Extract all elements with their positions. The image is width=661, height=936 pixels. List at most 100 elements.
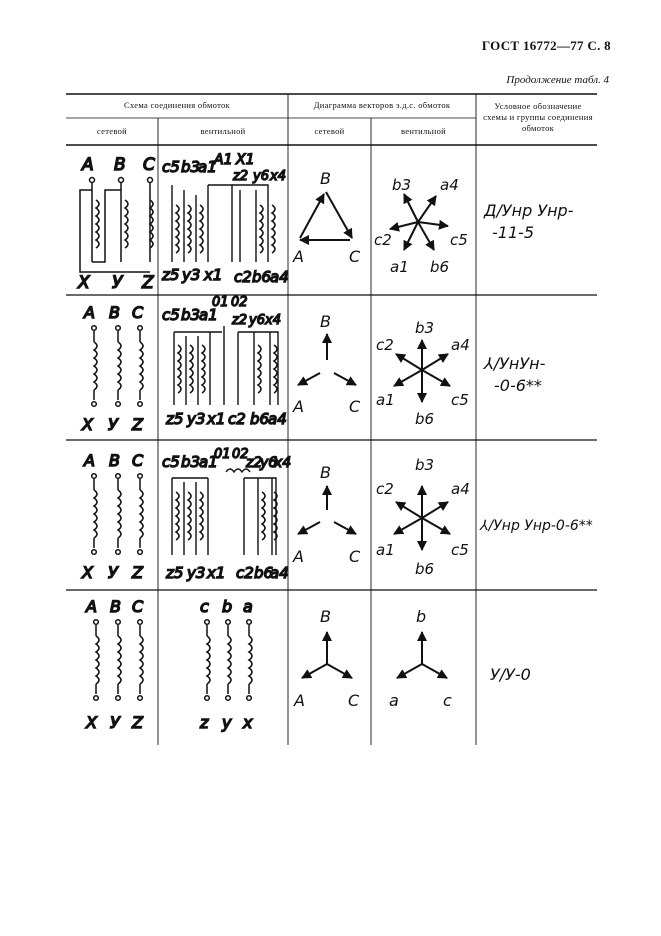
- svg-text:a4: a4: [268, 410, 287, 428]
- row3-network-vectors: B A C: [292, 463, 361, 566]
- svg-text:Z: Z: [131, 415, 144, 434]
- svg-text:b6: b6: [254, 564, 273, 582]
- svg-text:B: B: [114, 155, 126, 175]
- svg-text:b6: b6: [430, 258, 449, 276]
- header-designation: Условное обозначение схемы и группы соед…: [483, 101, 593, 133]
- svg-text:c2: c2: [376, 336, 394, 354]
- svg-text:A: A: [85, 597, 97, 616]
- svg-text:c2: c2: [228, 410, 246, 428]
- svg-text:c5: c5: [162, 158, 180, 176]
- svg-text:Z: Z: [141, 273, 154, 293]
- svg-text:X: X: [85, 713, 98, 732]
- row3-valve-vectors: b3 c2 a4 a1 c5 b6: [376, 456, 470, 578]
- svg-text:B: B: [320, 312, 331, 331]
- svg-text:x1: x1: [206, 564, 225, 582]
- row1-designation-line1: Д/Унр Унр-: [483, 201, 574, 220]
- svg-text:c2: c2: [234, 268, 252, 286]
- svg-text:x1: x1: [206, 410, 225, 428]
- svg-text:C: C: [348, 691, 360, 710]
- svg-text:C: C: [349, 547, 361, 566]
- row-1: A B C X У Z c5 b3 a1 A1 X1 z2 y6 x4 z5: [76, 151, 574, 294]
- svg-text:a1: a1: [199, 306, 218, 324]
- svg-text:B: B: [109, 451, 120, 470]
- svg-text:C: C: [132, 451, 144, 470]
- svg-text:01: 01: [214, 447, 231, 462]
- row1-valve-scheme: c5 b3 a1 A1 X1 z2 y6 x4 z5 y3 x1 c2 b6 a…: [160, 151, 289, 286]
- svg-text:C: C: [132, 303, 144, 322]
- svg-text:C: C: [132, 597, 144, 616]
- svg-text:a1: a1: [376, 541, 395, 559]
- table-grid: [66, 93, 597, 745]
- svg-text:У: У: [110, 713, 121, 732]
- row4-valve-vectors: b a c: [389, 607, 452, 710]
- svg-text:x4: x4: [273, 455, 291, 471]
- svg-text:02: 02: [231, 295, 248, 310]
- row-2: A B C X У Z c5 b3 a1 01 02 z2 y6 x4 z5: [80, 294, 546, 435]
- subheader-valve-scheme: вентильной: [200, 126, 246, 136]
- svg-text:y3: y3: [186, 410, 205, 428]
- svg-text:B: B: [109, 303, 120, 322]
- svg-text:X: X: [81, 563, 94, 582]
- row4-designation: У/У-0: [490, 665, 531, 684]
- svg-text:x4: x4: [264, 313, 281, 328]
- svg-text:b3: b3: [415, 319, 434, 337]
- svg-text:A: A: [83, 451, 95, 470]
- svg-text:y6: y6: [252, 169, 269, 184]
- svg-text:y6: y6: [248, 313, 265, 328]
- svg-text:X: X: [77, 273, 90, 293]
- svg-text:X: X: [81, 415, 94, 434]
- page-header: ГОСТ 16772—77 С. 8: [481, 38, 611, 53]
- svg-text:01: 01: [212, 295, 229, 310]
- svg-text:x4: x4: [269, 169, 286, 184]
- row2-designation-line2: -0-6**: [494, 376, 542, 395]
- svg-text:У: У: [108, 563, 119, 582]
- svg-text:c5: c5: [162, 306, 180, 324]
- svg-text:C: C: [349, 397, 361, 416]
- svg-text:X1: X1: [235, 152, 255, 168]
- row4-network-vectors: B A C: [293, 607, 360, 710]
- svg-text:A1: A1: [213, 152, 232, 168]
- svg-text:B: B: [320, 169, 331, 188]
- svg-text:c5: c5: [451, 391, 469, 409]
- row2-designation-line1: ⅄/УнУн-: [482, 354, 546, 373]
- svg-text:C: C: [143, 155, 155, 175]
- row2-valve-vectors: b3 c2 a4 a1 c5 b6: [376, 319, 470, 428]
- svg-text:a1: a1: [198, 158, 217, 176]
- subheader-network-scheme: сетевой: [97, 126, 127, 136]
- row1-network-scheme: A B C X У Z: [76, 154, 156, 294]
- svg-text:b3: b3: [181, 158, 200, 176]
- svg-text:a: a: [389, 691, 399, 710]
- svg-text:b3: b3: [181, 453, 200, 471]
- svg-text:a4: a4: [451, 480, 470, 498]
- row2-network-scheme: A B C X У Z: [80, 302, 145, 435]
- row1-designation-line2: -11-5: [492, 223, 534, 242]
- row2-network-vectors: B A C: [292, 312, 361, 416]
- svg-text:b6: b6: [415, 560, 434, 578]
- table-continuation-note: Продолжение табл. 4: [506, 74, 609, 86]
- svg-text:b6: b6: [250, 410, 269, 428]
- svg-text:b3: b3: [181, 306, 200, 324]
- svg-text:c: c: [443, 691, 452, 710]
- svg-text:b: b: [416, 607, 426, 626]
- row2-valve-scheme: c5 b3 a1 01 02 z2 y6 x4 z5 y3 x1 c2 b6 a…: [161, 294, 287, 428]
- row-4: A B C X У Z c b a z y x: [84, 596, 531, 733]
- svg-text:A: A: [292, 547, 304, 566]
- svg-text:У: У: [108, 415, 119, 434]
- row4-valve-scheme: c b a z y x: [198, 596, 254, 733]
- svg-text:y3: y3: [186, 564, 205, 582]
- svg-text:02: 02: [232, 447, 249, 462]
- svg-text:A: A: [83, 303, 95, 322]
- svg-text:b: b: [222, 597, 232, 616]
- svg-text:B: B: [110, 597, 121, 616]
- svg-text:z5: z5: [165, 564, 183, 582]
- svg-text:a1: a1: [376, 391, 395, 409]
- svg-text:z: z: [199, 713, 209, 732]
- header-vector-diagram: Диаграмма векторов э.д.с. обмоток: [313, 100, 451, 110]
- svg-text:c2: c2: [374, 231, 392, 249]
- svg-text:a1: a1: [390, 258, 409, 276]
- svg-text:z5: z5: [161, 266, 179, 284]
- svg-text:c2: c2: [236, 564, 254, 582]
- svg-text:y: y: [221, 713, 232, 732]
- svg-text:z2: z2: [231, 313, 247, 328]
